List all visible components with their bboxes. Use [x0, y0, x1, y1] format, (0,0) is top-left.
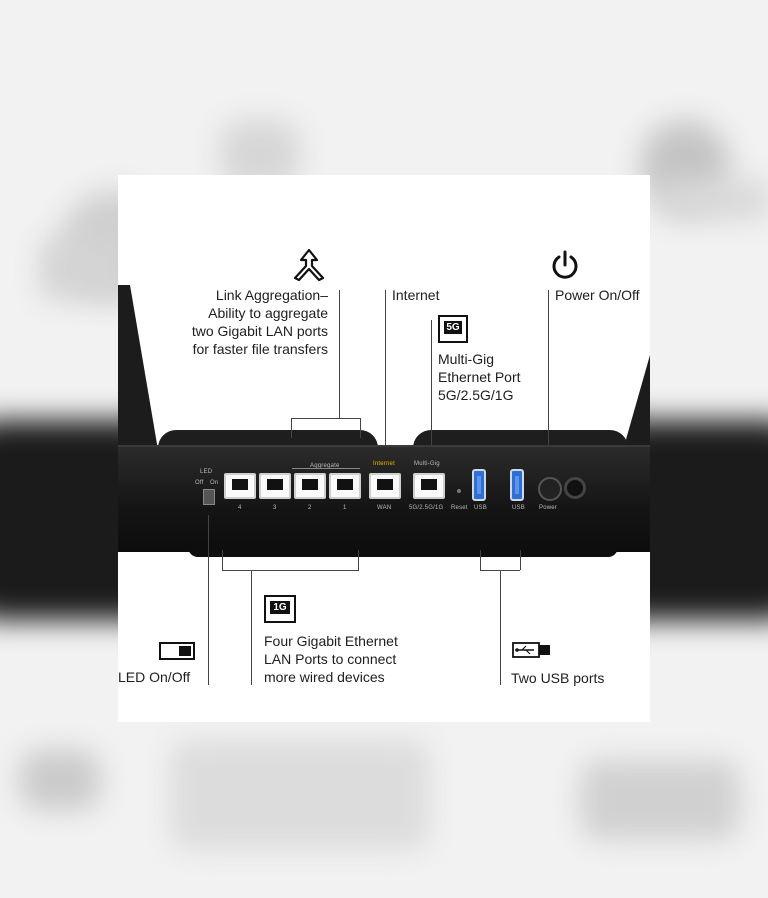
- port-3-label: 3: [273, 505, 277, 511]
- lan-port-2[interactable]: [294, 473, 326, 499]
- power-jack: [564, 477, 586, 499]
- lan-port-4[interactable]: [224, 473, 256, 499]
- led-label-text: LED On/Off: [118, 669, 191, 685]
- wan-port[interactable]: [369, 473, 401, 499]
- lan-ports-label: Four Gigabit Ethernet LAN Ports to conne…: [264, 633, 398, 685]
- router-top-right: [413, 430, 628, 448]
- lan-bracket: [222, 570, 359, 571]
- background-blur-shape: [20, 750, 100, 810]
- left-antenna: [118, 285, 158, 450]
- background-blur-shape: [660, 180, 768, 220]
- usb-callout-line: [500, 570, 501, 685]
- link-aggregation-callout-line: [339, 290, 340, 418]
- led-off-label: Off: [195, 480, 204, 486]
- wan-label: WAN: [377, 505, 392, 511]
- lan-port-3[interactable]: [259, 473, 291, 499]
- multi-gig-port[interactable]: [413, 473, 445, 499]
- background-blur-shape: [170, 740, 430, 850]
- led-callout-line: [208, 515, 209, 685]
- internet-port-label: Internet: [373, 461, 395, 467]
- background-blur-shape: [580, 760, 740, 840]
- led-label: LED: [200, 469, 213, 475]
- router-rear-panel: LED Off On Aggregate 4 3 2 1 Internet WA…: [118, 445, 650, 552]
- usb-icon: [512, 642, 550, 658]
- port-4-label: 4: [238, 505, 242, 511]
- multi-gig-port-label: Multi-Gig: [414, 461, 440, 467]
- multi-gig-speed-label: 5G/2.5G/1G: [409, 505, 444, 511]
- five-g-badge: 5G: [444, 321, 462, 334]
- multi-gig-label: Multi-Gig Ethernet Port 5G/2.5G/1G: [438, 351, 521, 403]
- background-blur-shape: [40, 240, 120, 300]
- led-on-label: On: [210, 480, 219, 486]
- one-g-badge: 1G: [270, 601, 290, 614]
- power-button[interactable]: [538, 477, 562, 501]
- usb-1-label: USB: [474, 505, 487, 511]
- lan-port-1[interactable]: [329, 473, 361, 499]
- ethernet-port-icon: 5G: [438, 315, 468, 343]
- router-diagram-card: 5G Link Aggregation– Ability to aggregat…: [118, 175, 650, 722]
- usb-label: Two USB ports: [511, 670, 605, 686]
- merge-arrow-icon: [293, 248, 325, 282]
- lan-bracket-right: [358, 550, 359, 570]
- power-label: Power On/Off: [555, 287, 640, 303]
- power-callout-line: [548, 290, 549, 460]
- usb-port-1[interactable]: [472, 469, 486, 501]
- aggregation-bracket-right: [360, 418, 361, 438]
- aggregation-bracket-left: [291, 418, 292, 438]
- link-aggregation-label: Link Aggregation– Ability to aggregate t…: [191, 287, 328, 357]
- usb-bracket-right: [520, 550, 521, 570]
- usb-port-2[interactable]: [510, 469, 524, 501]
- port-2-label: 2: [308, 505, 312, 511]
- router-base: [188, 547, 618, 557]
- toggle-knob: [179, 646, 191, 656]
- internet-label: Internet: [392, 287, 440, 303]
- usb-bracket-left: [480, 550, 481, 570]
- usb-2-label: USB: [512, 505, 525, 511]
- toggle-switch-icon: [159, 642, 195, 660]
- power-button-label: Power: [539, 505, 558, 511]
- lan-callout-line: [251, 570, 252, 685]
- aggregate-label: Aggregate: [310, 463, 340, 469]
- power-icon: [552, 250, 578, 279]
- aggregate-marker-line: [292, 468, 360, 469]
- internet-callout-line: [385, 290, 386, 450]
- led-switch[interactable]: [203, 489, 215, 505]
- ethernet-port-icon: 1G: [264, 595, 296, 623]
- router-top-left: [158, 430, 378, 448]
- right-antenna: [623, 355, 650, 450]
- multi-gig-callout-line: [431, 320, 432, 450]
- reset-label: Reset: [451, 505, 468, 511]
- port-1-label: 1: [343, 505, 347, 511]
- reset-button[interactable]: [457, 489, 461, 493]
- aggregation-bracket: [291, 418, 361, 419]
- lan-bracket-left: [222, 550, 223, 570]
